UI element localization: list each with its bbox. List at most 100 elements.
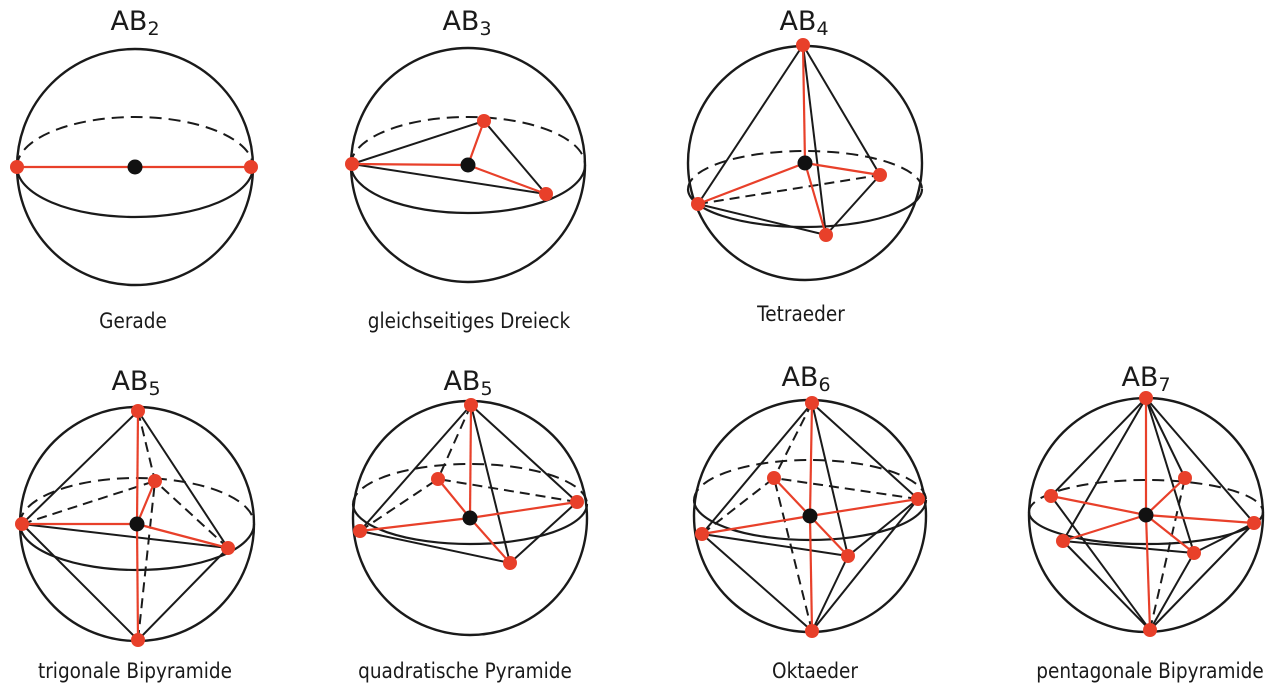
ab7-edge bbox=[1062, 540, 1195, 554]
caption-ab4: Tetraeder bbox=[757, 302, 845, 326]
ab6-edge bbox=[701, 402, 813, 535]
ab4-bond bbox=[697, 161, 806, 206]
ab5-sqp-hidden-edge bbox=[437, 478, 578, 503]
ab3-edge bbox=[483, 120, 547, 195]
ab7-hidden-edge bbox=[1149, 477, 1186, 631]
ab5-sqp-bond bbox=[469, 500, 578, 520]
ab6-edge bbox=[811, 555, 849, 632]
ab3-central-atom bbox=[460, 157, 476, 173]
ab6-edge bbox=[811, 402, 849, 557]
ab6-bond bbox=[701, 514, 811, 536]
ab7-edge bbox=[1145, 397, 1186, 479]
ab5-sqp-edge bbox=[509, 501, 578, 564]
formula-ab2: AB2 bbox=[110, 6, 160, 40]
ab3-edge bbox=[351, 120, 485, 165]
ab5-sqp-bond bbox=[468, 404, 473, 519]
ab5-tbp-ligand-atom-5 bbox=[148, 474, 162, 488]
ab7-edge bbox=[1145, 397, 1195, 554]
formula-ab4: AB4 bbox=[779, 6, 829, 40]
ab6-bond bbox=[808, 515, 814, 632]
ab5-sqp-edge bbox=[470, 404, 511, 564]
ab6-ligand-atom-4 bbox=[911, 492, 925, 506]
ab5-sqp-edge bbox=[359, 404, 472, 532]
ab5-sqp-ligand-atom-2 bbox=[353, 524, 367, 538]
ab6-hidden-edge bbox=[773, 477, 919, 500]
ab7-ligand-atom-3 bbox=[1044, 489, 1058, 503]
caption-ab6: Oktaeder bbox=[772, 659, 858, 683]
ab4-bond bbox=[804, 161, 881, 177]
ab7-edge bbox=[1149, 522, 1255, 631]
ab6-ligand-atom-2 bbox=[805, 624, 819, 638]
ab3-bond bbox=[351, 162, 469, 167]
caption-ab5-tbp: trigonale Bipyramide bbox=[37, 659, 233, 683]
ab5-sqp-central-atom bbox=[462, 510, 478, 526]
ab3-ligand-atom-2 bbox=[477, 114, 491, 128]
ab6-ligand-atom-3 bbox=[695, 527, 709, 541]
ab6-bond bbox=[808, 402, 814, 517]
ab7-bond bbox=[1062, 513, 1147, 543]
ab4-edge bbox=[697, 203, 827, 236]
ab6-hidden-edge bbox=[773, 477, 813, 632]
ab7-bond bbox=[1145, 477, 1186, 516]
ab5-sqp-bond bbox=[437, 478, 471, 519]
ab4-ligand-atom-2 bbox=[691, 197, 705, 211]
ab6-bond bbox=[809, 497, 919, 518]
ab3-equator-front bbox=[349, 164, 587, 215]
ab5-tbp-bond bbox=[136, 522, 229, 550]
ab5-tbp-edge bbox=[137, 410, 229, 549]
formula-ab3: AB3 bbox=[442, 6, 492, 40]
ab7-edge bbox=[1062, 540, 1151, 631]
ab4-ligand-atom-4 bbox=[819, 228, 833, 242]
ab7-central-atom bbox=[1138, 507, 1154, 523]
ab5-tbp-edge bbox=[21, 523, 139, 641]
ab4-equator-back bbox=[687, 150, 923, 190]
ab2-equator-back bbox=[16, 116, 254, 168]
ab5-tbp-hidden-edge bbox=[21, 480, 156, 525]
ab5-sqp-edge bbox=[359, 530, 511, 564]
ab2-equator-front bbox=[15, 166, 255, 219]
ab6-edge bbox=[847, 498, 919, 557]
ab4-ligand-atom-3 bbox=[873, 168, 887, 182]
ab4-edge bbox=[802, 44, 881, 176]
ab6-ligand-atom-1 bbox=[805, 396, 819, 410]
ab5-tbp-ligand-atom-4 bbox=[221, 541, 235, 555]
ab2-central-atom bbox=[127, 159, 143, 175]
ab5-sqp-edge bbox=[470, 404, 578, 503]
ab7-bond bbox=[1144, 514, 1152, 631]
ab5-tbp-ligand-atom-2 bbox=[131, 633, 145, 647]
ab6-edge bbox=[811, 402, 919, 500]
ab7-edge bbox=[1050, 495, 1151, 631]
ab4-bond bbox=[801, 44, 807, 164]
ab2-ligand-atom-1 bbox=[10, 160, 24, 174]
ab4-edge bbox=[697, 44, 804, 205]
ab4-central-atom bbox=[797, 155, 813, 171]
ab5-sqp-ligand-atom-4 bbox=[503, 556, 517, 570]
ab7-edge bbox=[1149, 552, 1195, 631]
ab5-sqp-ligand-atom-3 bbox=[570, 495, 584, 509]
ab7-ligand-atom-7 bbox=[1056, 534, 1070, 548]
ab7-bond bbox=[1145, 513, 1255, 525]
ab5-sqp-ligand-atom-5 bbox=[431, 472, 445, 486]
ab6-central-atom bbox=[802, 508, 818, 524]
ab7-edge bbox=[1193, 522, 1255, 554]
ab4-hidden-edge bbox=[697, 174, 881, 205]
ab6-hidden-edge bbox=[773, 402, 813, 479]
ab5-tbp-edge bbox=[137, 547, 229, 641]
ab5-sqp-bond bbox=[359, 516, 471, 533]
ab5-sqp-equator-front bbox=[351, 503, 589, 546]
ab5-sqp-bond bbox=[469, 517, 511, 564]
ab7-ligand-atom-4 bbox=[1178, 471, 1192, 485]
ab5-tbp-bond bbox=[135, 410, 140, 525]
ab3-bond bbox=[466, 120, 486, 166]
caption-ab5-sqp: quadratische Pyramide bbox=[358, 659, 572, 683]
ab7-bond bbox=[1050, 494, 1147, 517]
ab6-edge bbox=[701, 533, 849, 557]
ab3-ligand-atom-1 bbox=[345, 157, 359, 171]
formula-ab6: AB6 bbox=[781, 362, 831, 396]
caption-ab3: gleichseitiges Dreieck bbox=[367, 309, 571, 333]
ab5-tbp-hidden-edge bbox=[137, 480, 156, 641]
ab5-tbp-ligand-atom-1 bbox=[131, 404, 145, 418]
ab3-equator-back bbox=[350, 116, 586, 166]
